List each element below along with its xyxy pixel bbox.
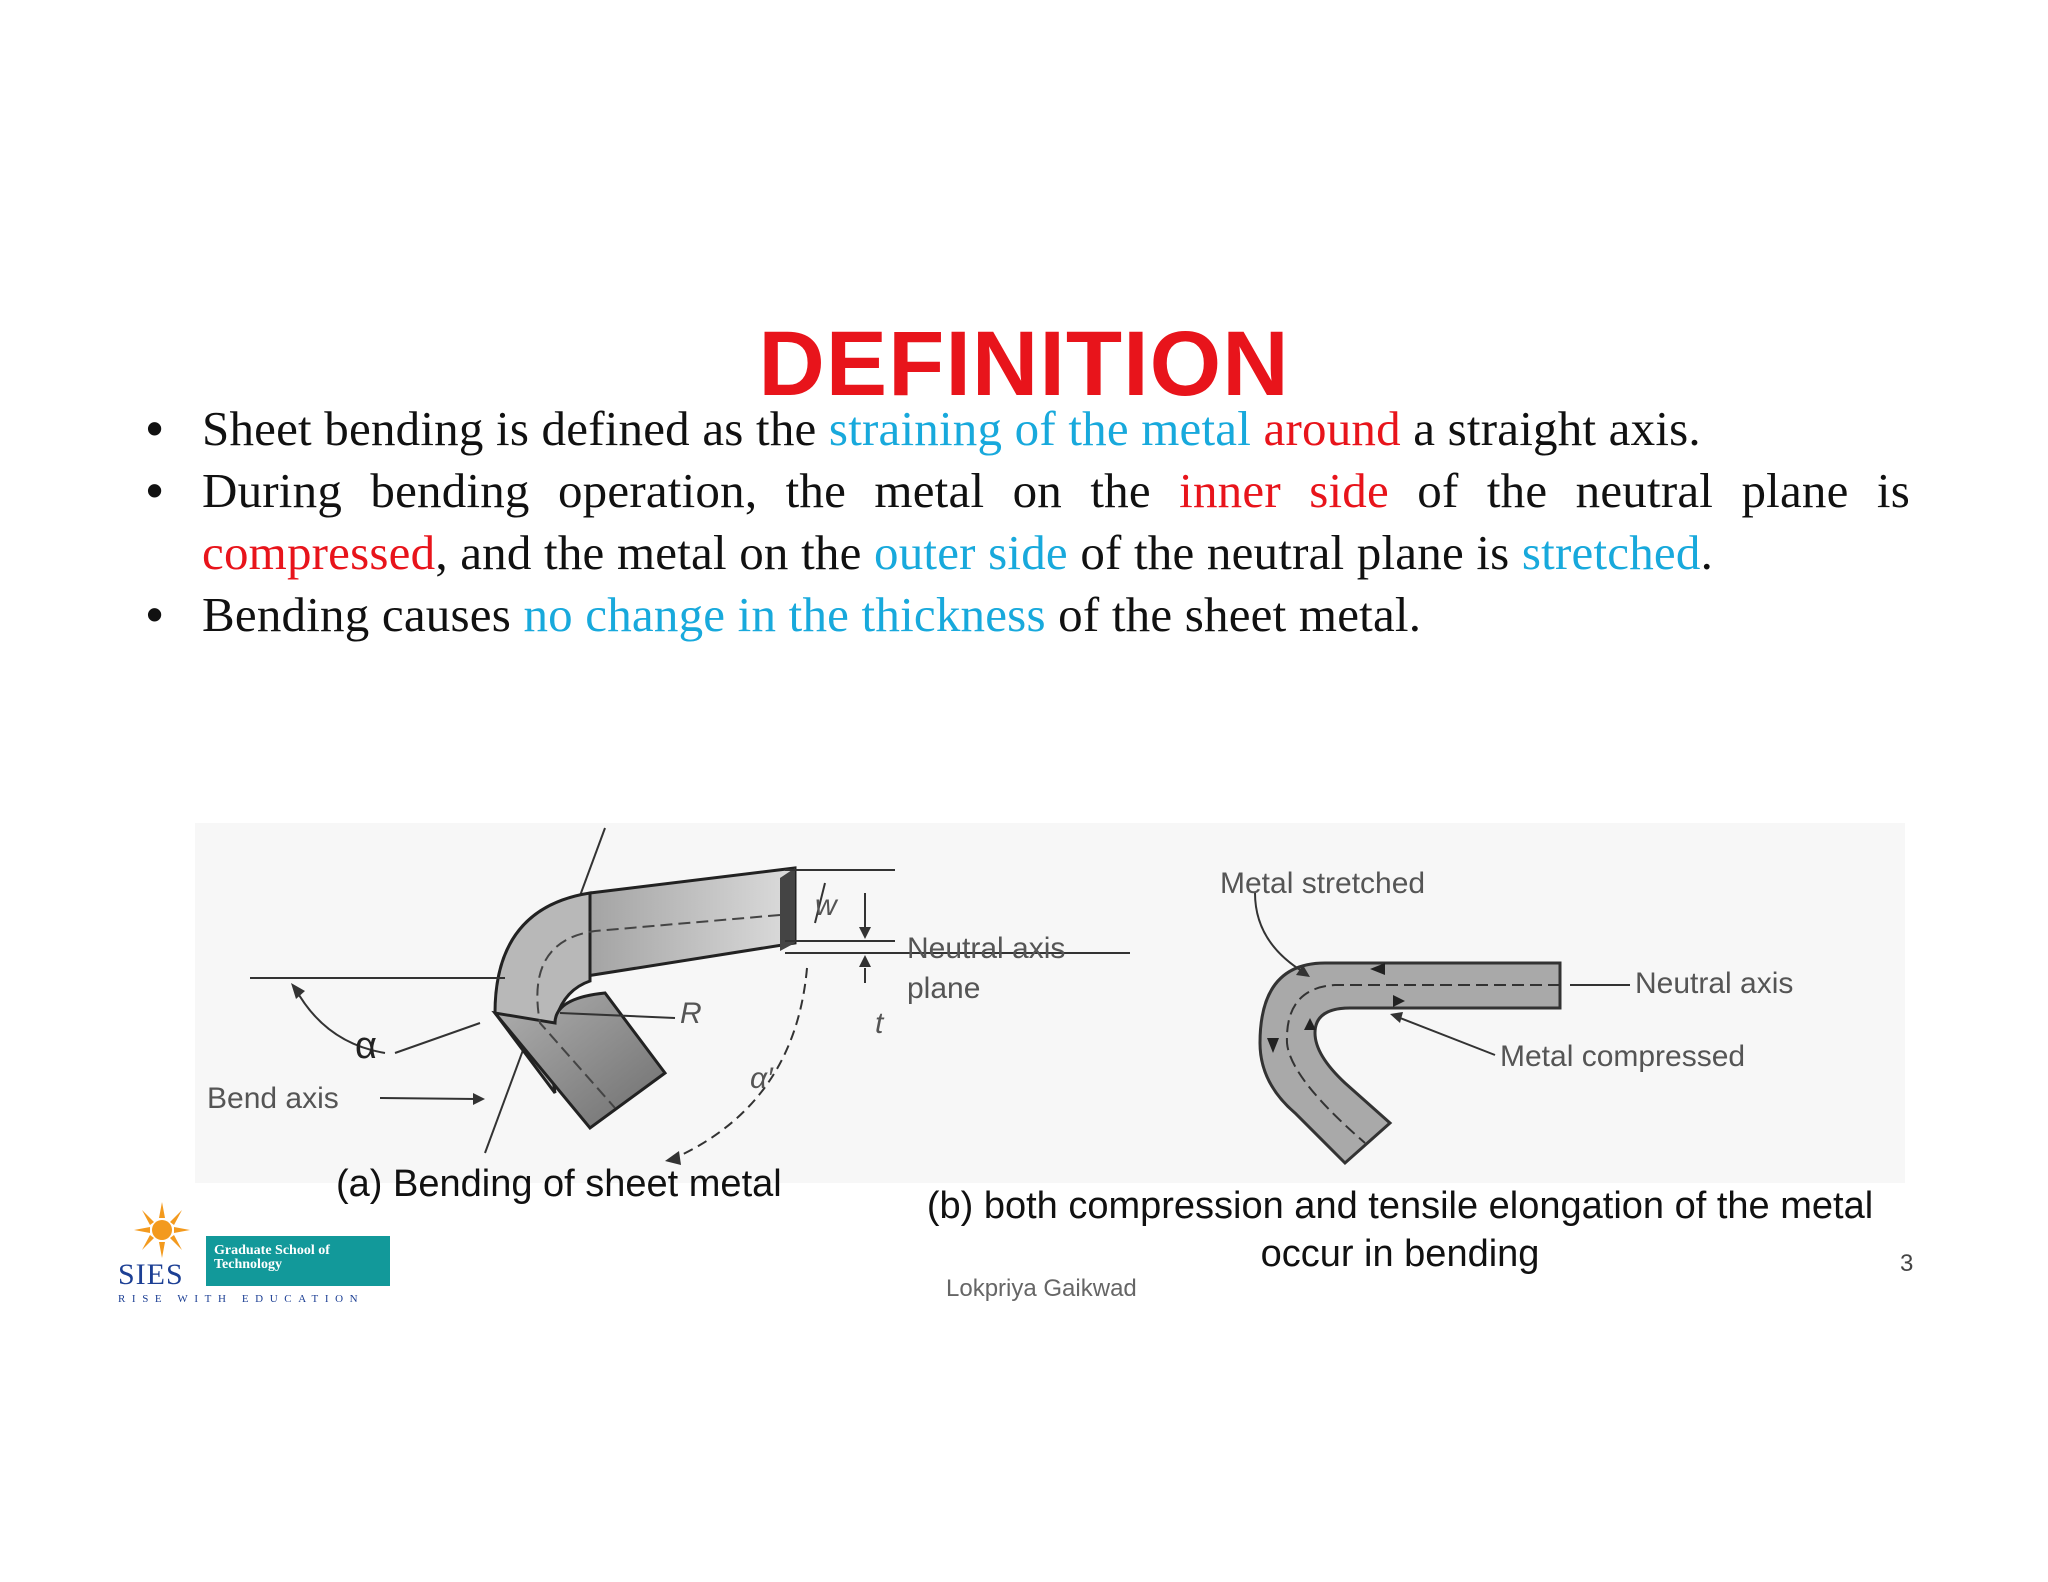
bullet-text-segment: of the sheet metal. <box>1045 587 1422 642</box>
bullet-marker: • <box>146 402 164 456</box>
bullet-text-segment: outer side <box>874 525 1068 580</box>
label-r: R <box>680 997 702 1030</box>
label-alpha: α <box>355 1025 377 1067</box>
author-footer: Lokpriya Gaikwad <box>946 1275 1137 1302</box>
bullet-text-segment: During bending operation, the metal on t… <box>202 463 1180 518</box>
bullet-list: • Sheet bending is defined as the straini… <box>140 398 1910 646</box>
bullet-text-segment: , and the metal on the <box>435 525 874 580</box>
caption-figure-a: (a) Bending of sheet metal <box>336 1163 782 1205</box>
bullet-marker: • <box>146 588 164 642</box>
logo-tagline: RISE WITH EDUCATION <box>118 1293 365 1305</box>
logo-badge-line2: Technology <box>214 1257 282 1272</box>
bullet-text-segment: around <box>1263 401 1401 456</box>
logo-badge-line1: Graduate School of <box>214 1243 330 1258</box>
slide-title: DEFINITION <box>758 313 1290 415</box>
bullet-text-segment: inner side <box>1179 463 1389 518</box>
bullet-text-segment: stretched <box>1521 525 1701 580</box>
label-alpha-prime: α′ <box>750 1062 774 1095</box>
label-plane: plane <box>907 972 980 1005</box>
figure-bending-sheet-metal: w Neutral axis plane R t α α′ Bend axis <box>195 823 1170 1183</box>
bullet-item: • Sheet bending is defined as the straini… <box>140 398 1910 460</box>
bullet-item: • During bending operation, the metal on … <box>140 460 1910 584</box>
bullet-text-segment: Sheet bending is defined as the <box>202 401 829 456</box>
caption-figure-b: (b) both compression and tensile elongat… <box>870 1182 1930 1278</box>
bullet-text-segment: of the neutral plane is <box>1388 463 1910 518</box>
bullet-text-segment: compressed <box>202 525 436 580</box>
bullet-text-segment: no change in the thickness <box>523 587 1046 642</box>
label-bend-axis: Bend axis <box>207 1082 339 1115</box>
bullet-text-segment: a straight axis. <box>1400 401 1701 456</box>
bullet-text-segment <box>1251 401 1263 456</box>
sun-emblem-icon <box>134 1202 190 1258</box>
label-neutral-axis-b: Neutral axis <box>1635 967 1793 1000</box>
logo-badge: Graduate School of Technology <box>206 1236 390 1286</box>
label-neutral-axis: Neutral axis <box>907 932 1065 965</box>
label-metal-stretched: Metal stretched <box>1220 867 1425 900</box>
bullet-item: • Bending causes no change in the thickne… <box>140 584 1910 646</box>
bullet-text-segment: straining of the metal <box>828 401 1252 456</box>
logo-wordmark: SIES <box>118 1258 184 1291</box>
label-t: t <box>875 1007 885 1040</box>
label-metal-compressed: Metal compressed <box>1500 1040 1745 1073</box>
bullet-text-segment: of the neutral plane is <box>1067 525 1522 580</box>
caption-figure-b-line2: occur in bending <box>1260 1233 1540 1275</box>
bullet-text-segment: . <box>1700 525 1714 580</box>
bullet-text-segment: Bending causes <box>202 587 524 642</box>
bullet-marker: • <box>146 464 164 518</box>
caption-figure-b-line1: (b) both compression and tensile elongat… <box>926 1185 1874 1227</box>
page-number: 3 <box>1900 1250 1914 1277</box>
figure-compression-tension: Metal stretched Neutral axis Metal compr… <box>1165 823 1905 1183</box>
sies-logo: SIES Graduate School of Technology RISE … <box>114 1200 394 1310</box>
label-w: w <box>815 889 839 922</box>
